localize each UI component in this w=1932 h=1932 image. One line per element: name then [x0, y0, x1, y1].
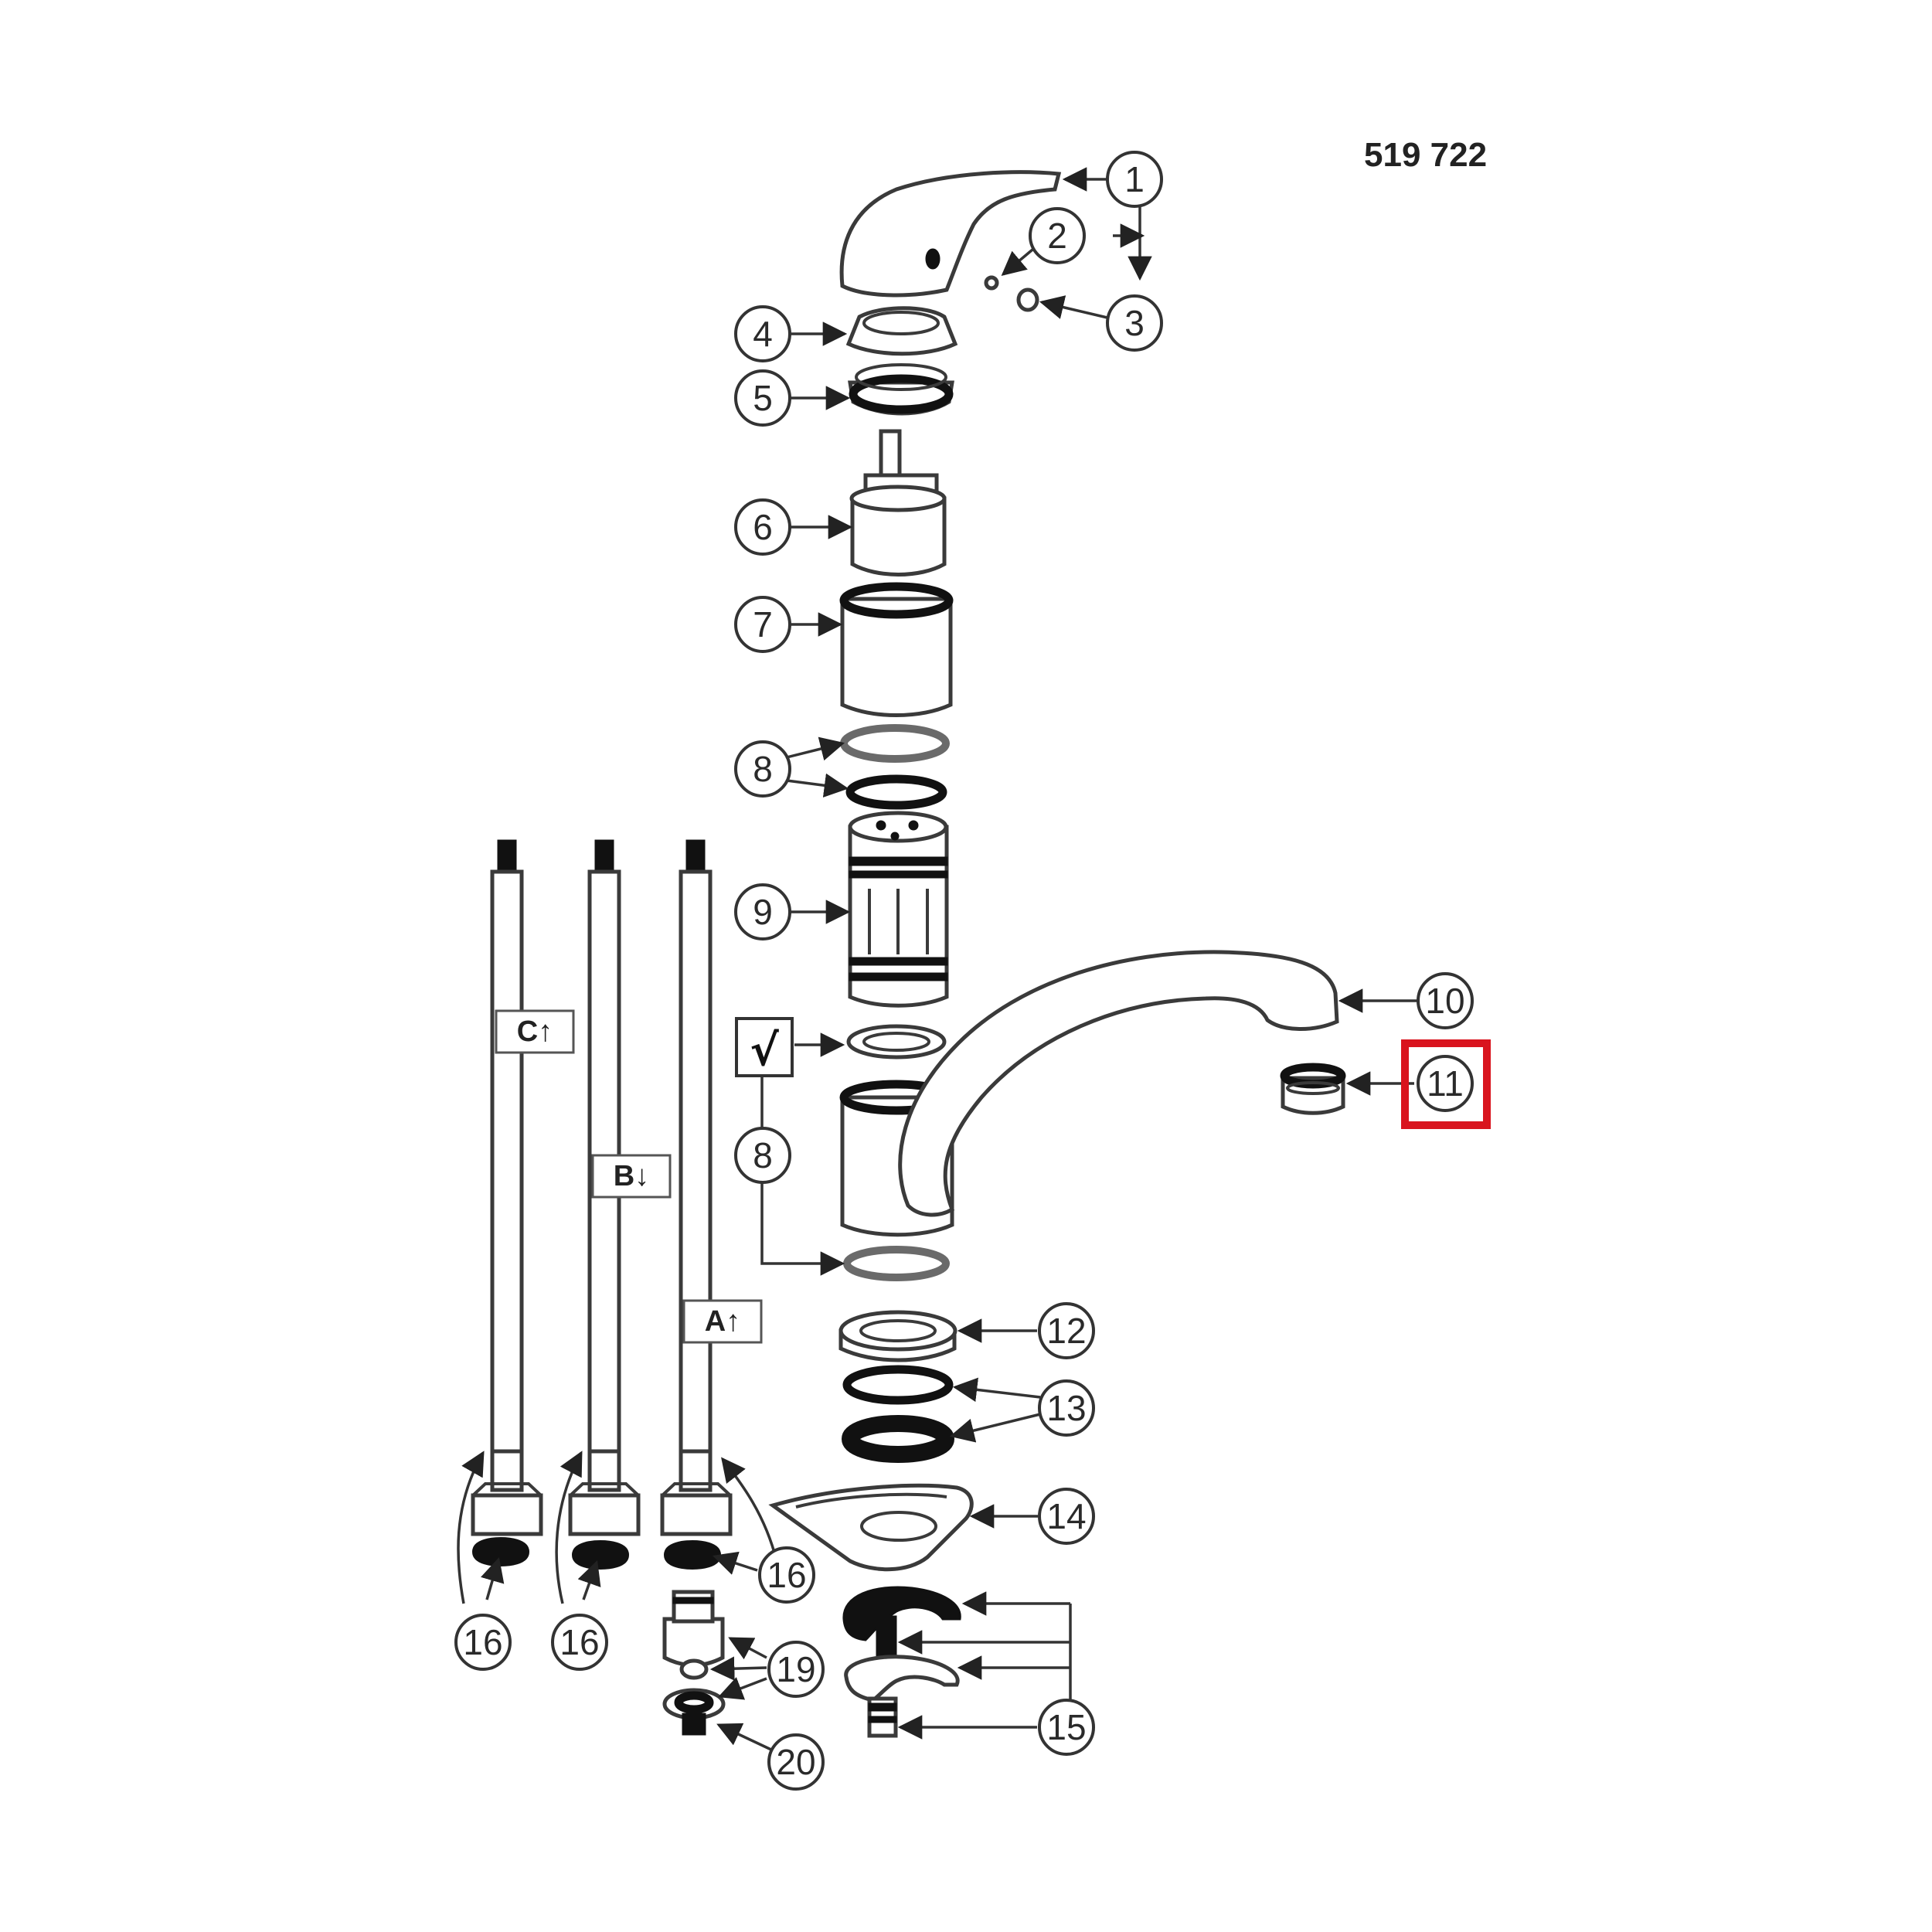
part-adapter-nut: [662, 1590, 725, 1680]
part-mounting-kit: [842, 1586, 961, 1738]
part-indicator-cap: [1016, 287, 1039, 312]
svg-text:8: 8: [753, 749, 773, 789]
callout-16-hose-a: 16: [758, 1546, 815, 1604]
svg-text:12: 12: [1046, 1311, 1086, 1351]
svg-text:14: 14: [1046, 1496, 1086, 1536]
part-dome-cover: [845, 306, 958, 356]
callout-4: 4: [734, 305, 791, 362]
svg-text:19: 19: [776, 1649, 815, 1689]
callout-7: 7: [734, 596, 791, 653]
part-seal-ring-lower: [843, 1246, 950, 1281]
part-support-plate: [768, 1483, 974, 1572]
part-ceramic-cartridge: [848, 811, 949, 1008]
svg-text:20: 20: [776, 1742, 815, 1782]
callout-8-upper: 8: [734, 740, 791, 798]
svg-text:10: 10: [1425, 981, 1464, 1021]
part-check-valve-fitting: [662, 1688, 726, 1736]
leader-lines: [457, 167, 1419, 1752]
part-aerator: [1280, 1063, 1346, 1115]
callout-8-lower: 8: [734, 1127, 791, 1184]
svg-text:9: 9: [753, 892, 773, 932]
part-hose-washers: [472, 1537, 721, 1570]
part-sleeve: [839, 582, 954, 717]
svg-text:A↑: A↑: [705, 1305, 740, 1338]
hose-label-c: C↑: [495, 1009, 575, 1054]
svg-text:11: 11: [1427, 1063, 1464, 1104]
part-base-gasket: [842, 1415, 954, 1463]
callout-16-hose-c: 16: [454, 1614, 512, 1671]
part-cartridge-head: [849, 429, 947, 577]
part-grub-screw: [984, 275, 999, 291]
svg-text:1: 1: [1124, 159, 1145, 199]
svg-text:7: 7: [753, 604, 773, 645]
svg-text:15: 15: [1046, 1707, 1086, 1747]
part-flexible-hose-c: [471, 839, 543, 1536]
svg-text:16: 16: [463, 1622, 502, 1662]
part-flexible-hose-a: [660, 839, 733, 1536]
svg-text:16: 16: [767, 1555, 806, 1595]
svg-text:13: 13: [1046, 1388, 1086, 1428]
part-threaded-nut: [848, 363, 954, 416]
callout-1: 1: [1106, 151, 1163, 208]
hose-label-a: A↑: [682, 1299, 763, 1344]
callout-13: 13: [1038, 1379, 1095, 1437]
part-base-o-ring: [842, 1365, 954, 1405]
callout-14: 14: [1038, 1488, 1095, 1545]
svg-text:√: √: [750, 1026, 779, 1077]
callout-3: 3: [1106, 294, 1163, 352]
callout-5: 5: [734, 369, 791, 427]
callout-2: 2: [1029, 207, 1086, 264]
callout-12: 12: [1038, 1302, 1095, 1359]
svg-text:C↑: C↑: [517, 1015, 553, 1048]
svg-text:3: 3: [1124, 303, 1145, 343]
part-lever-handle: [839, 170, 1062, 298]
part-seal-rings-upper: [840, 724, 950, 810]
callout-20: 20: [767, 1733, 825, 1791]
part-seal-ring-middle: [846, 1024, 947, 1060]
callout-16-hose-b: 16: [551, 1614, 608, 1671]
svg-text:8: 8: [753, 1135, 773, 1175]
svg-text:B↓: B↓: [614, 1160, 649, 1192]
svg-text:16: 16: [560, 1622, 599, 1662]
callout-11-highlighted: 11: [1401, 1039, 1491, 1129]
hose-label-b: B↓: [591, 1154, 672, 1199]
svg-text:4: 4: [753, 314, 773, 354]
part-base-washer: [838, 1310, 957, 1362]
callout-9: 9: [734, 883, 791, 940]
check-valve-symbol: √: [735, 1017, 794, 1077]
callout-19: 19: [767, 1641, 825, 1698]
callout-10: 10: [1417, 972, 1474, 1029]
model-number: 519 722: [1364, 136, 1487, 174]
callout-15: 15: [1038, 1699, 1095, 1756]
svg-text:5: 5: [753, 378, 773, 418]
callout-6: 6: [734, 498, 791, 556]
svg-text:2: 2: [1047, 216, 1067, 256]
part-swivel-spout: [839, 950, 1339, 1237]
svg-text:6: 6: [753, 507, 773, 547]
